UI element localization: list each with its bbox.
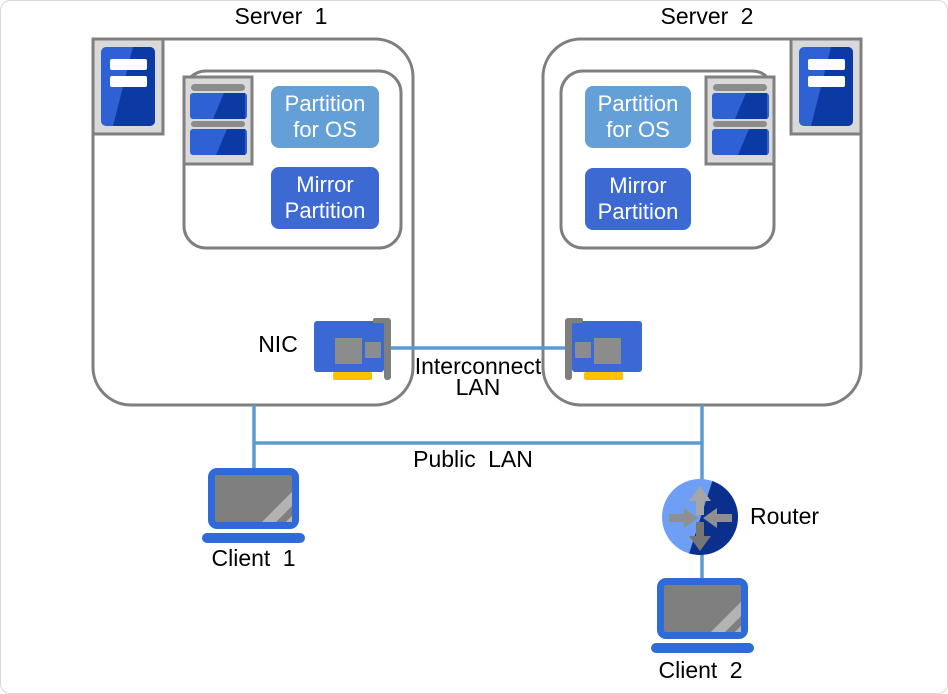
nic-card-icon	[314, 318, 391, 380]
arrow-left-icon	[703, 508, 732, 528]
os-partition-box-server1: Partition for OS	[271, 86, 379, 148]
laptop-icon	[202, 468, 305, 543]
nic-label: NIC	[258, 331, 298, 357]
disk-partitions-icon	[704, 75, 776, 166]
server-2-title: Server 2	[660, 3, 754, 29]
laptop-icon	[651, 578, 754, 653]
client-2-label: Client 2	[658, 657, 743, 683]
mirror-partition-box-server2: Mirror Partition	[585, 168, 691, 230]
server-tower-icon	[791, 39, 861, 134]
os-partition-box-server2: Partition for OS	[585, 86, 691, 148]
router-label: Router	[750, 503, 820, 529]
mirror-partition-box-server1: Mirror Partition	[271, 167, 379, 229]
public-lan-label: Public LAN	[413, 446, 533, 472]
server-tower-icon	[93, 39, 163, 134]
interconnect-lan-label: Interconnect LAN	[414, 353, 542, 400]
arrow-down-icon	[689, 522, 711, 551]
server-1-title: Server 1	[234, 3, 328, 29]
nic-card-icon	[565, 318, 642, 380]
arrow-right-icon	[669, 508, 698, 528]
arrow-up-icon	[689, 486, 711, 515]
router-icon	[662, 479, 738, 555]
client-1-label: Client 1	[211, 545, 296, 571]
disk-partitions-icon	[182, 75, 254, 166]
